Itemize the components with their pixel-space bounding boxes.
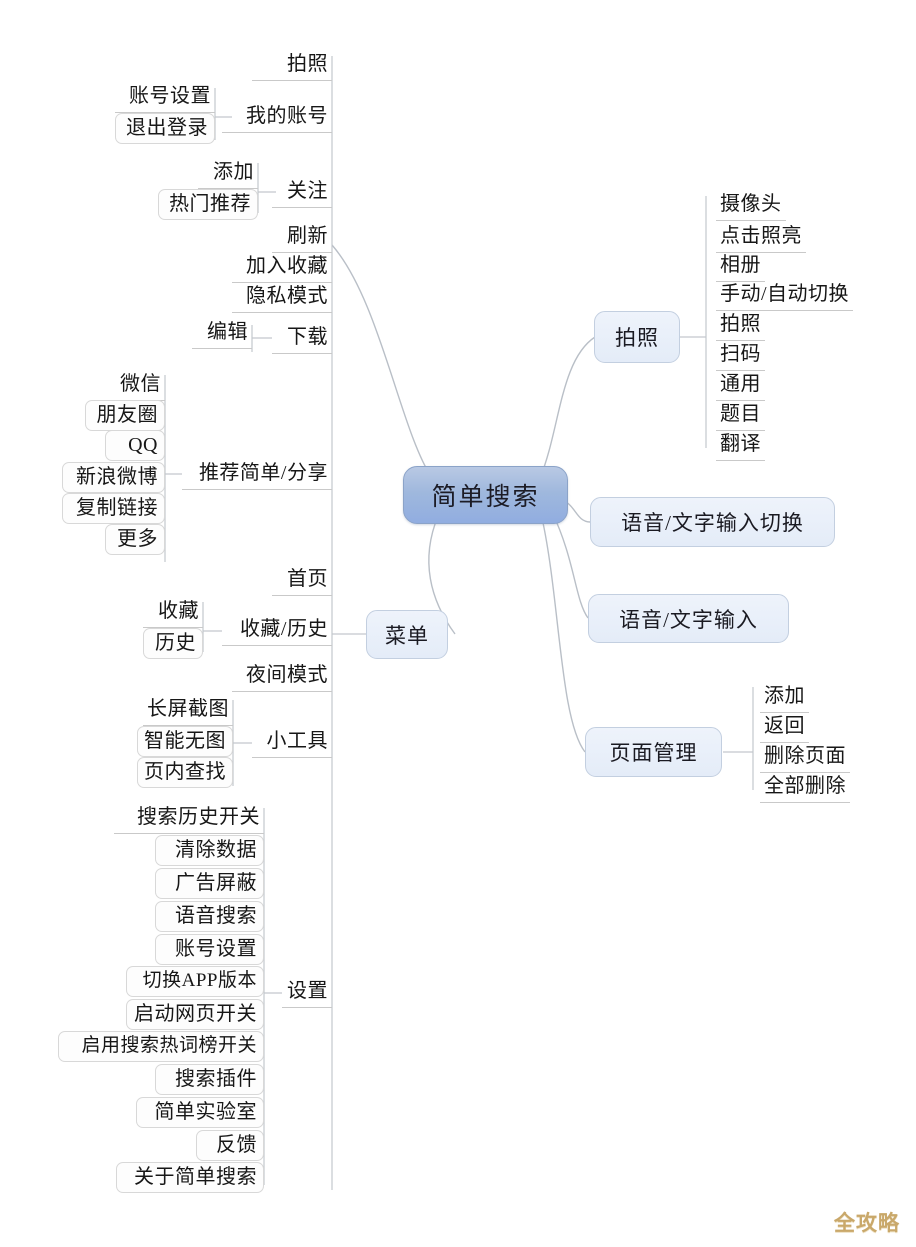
leaf-favorites-history[interactable]: 收藏/历史	[222, 615, 332, 646]
leaf-start-page-switch[interactable]: 启动网页开关	[126, 999, 264, 1030]
leaf-find-in-page[interactable]: 页内查找	[137, 757, 233, 788]
branch-node-page-manage[interactable]: 页面管理	[585, 727, 722, 777]
leaf-add-page[interactable]: 添加	[760, 682, 809, 713]
leaf-delete-page[interactable]: 删除页面	[760, 742, 850, 773]
branch-label: 语音/文字输入	[619, 607, 758, 632]
branch-node-voice-text-switch[interactable]: 语音/文字输入切换	[590, 497, 835, 547]
branch-node-photo[interactable]: 拍照	[594, 311, 680, 363]
leaf-follow[interactable]: 关注	[272, 177, 332, 208]
leaf-voice-search[interactable]: 语音搜索	[155, 901, 264, 932]
leaf-search-history-switch[interactable]: 搜索历史开关	[114, 803, 264, 834]
root-label: 简单搜索	[431, 484, 540, 511]
leaf-take-photo[interactable]: 拍照	[716, 310, 765, 341]
leaf-general[interactable]: 通用	[716, 370, 765, 401]
leaf-favorites[interactable]: 收藏	[143, 597, 203, 628]
leaf-tools[interactable]: 小工具	[252, 727, 332, 758]
leaf-tap-light[interactable]: 点击照亮	[716, 222, 806, 253]
leaf-weibo[interactable]: 新浪微博	[62, 462, 165, 493]
branch-label: 菜单	[385, 623, 429, 648]
leaf-moments[interactable]: 朋友圈	[85, 400, 165, 431]
leaf-logout[interactable]: 退出登录	[115, 113, 215, 144]
leaf-smart-no-image[interactable]: 智能无图	[137, 726, 233, 757]
leaf-home[interactable]: 首页	[272, 565, 332, 596]
leaf-account-settings[interactable]: 账号设置	[115, 82, 215, 113]
leaf-copy-link[interactable]: 复制链接	[62, 493, 165, 524]
leaf-download[interactable]: 下载	[272, 323, 332, 354]
leaf-search-plugin[interactable]: 搜索插件	[155, 1064, 264, 1095]
leaf-privacy-mode[interactable]: 隐私模式	[232, 282, 332, 313]
leaf-recommend-share[interactable]: 推荐简单/分享	[182, 459, 332, 490]
leaf-manual-auto[interactable]: 手动/自动切换	[716, 280, 854, 311]
leaf-feedback[interactable]: 反馈	[196, 1130, 264, 1161]
leaf-account-settings-2[interactable]: 账号设置	[155, 934, 264, 965]
branch-label: 语音/文字输入切换	[621, 511, 804, 535]
leaf-simple-lab[interactable]: 简单实验室	[136, 1097, 264, 1128]
leaf-scan-code[interactable]: 扫码	[716, 340, 765, 371]
leaf-photo-top[interactable]: 拍照	[252, 50, 332, 81]
branch-label: 页面管理	[609, 741, 698, 765]
branch-label: 拍照	[615, 326, 659, 350]
root-node[interactable]: 简单搜索	[403, 466, 568, 524]
leaf-night-mode[interactable]: 夜间模式	[232, 661, 332, 692]
leaf-wechat[interactable]: 微信	[105, 370, 165, 401]
leaf-question[interactable]: 题目	[716, 400, 765, 431]
leaf-my-account[interactable]: 我的账号	[222, 102, 332, 133]
leaf-refresh[interactable]: 刷新	[272, 222, 332, 253]
leaf-translate[interactable]: 翻译	[716, 430, 765, 461]
leaf-more[interactable]: 更多	[105, 524, 165, 555]
leaf-delete-all[interactable]: 全部删除	[760, 772, 850, 803]
leaf-clear-data[interactable]: 清除数据	[155, 835, 264, 866]
leaf-history[interactable]: 历史	[143, 628, 203, 659]
leaf-long-screenshot[interactable]: 长屏截图	[143, 695, 233, 726]
leaf-camera[interactable]: 摄像头	[716, 190, 786, 221]
leaf-about[interactable]: 关于简单搜索	[116, 1162, 264, 1193]
leaf-ad-block[interactable]: 广告屏蔽	[155, 868, 264, 899]
leaf-back[interactable]: 返回	[760, 712, 809, 743]
leaf-qq[interactable]: QQ	[105, 430, 165, 461]
watermark: 全攻略	[834, 1211, 900, 1235]
leaf-add-favorite[interactable]: 加入收藏	[232, 252, 332, 283]
leaf-album[interactable]: 相册	[716, 251, 765, 282]
leaf-switch-app-version[interactable]: 切换APP版本	[126, 966, 264, 997]
leaf-hot-recommend[interactable]: 热门推荐	[158, 189, 258, 220]
branch-node-menu[interactable]: 菜单	[366, 610, 448, 659]
leaf-hot-search-switch[interactable]: 启用搜索热词榜开关	[58, 1031, 264, 1062]
branch-node-voice-text-input[interactable]: 语音/文字输入	[588, 594, 789, 643]
leaf-edit[interactable]: 编辑	[192, 318, 252, 349]
leaf-add-follow[interactable]: 添加	[198, 158, 258, 189]
leaf-settings[interactable]: 设置	[282, 977, 332, 1008]
